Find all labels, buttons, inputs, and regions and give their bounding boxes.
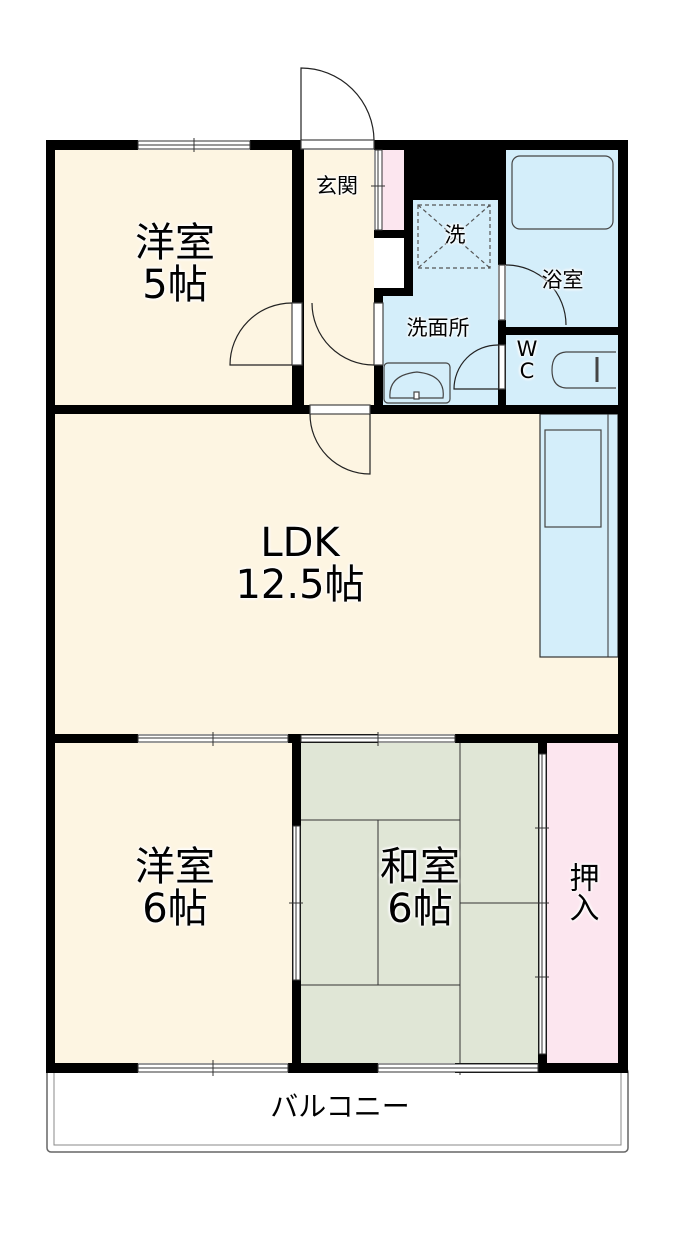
entrance-floor	[304, 150, 374, 405]
label-washing-machine: 洗	[444, 223, 466, 247]
doors	[229, 67, 567, 475]
room-name: 洋室	[135, 844, 215, 890]
washbasin	[383, 362, 451, 404]
room-name: LDK	[260, 520, 340, 566]
bathtub	[511, 155, 614, 230]
label-wc: W C	[512, 338, 542, 382]
room1-door-swing	[229, 302, 293, 366]
toilet-bowl	[551, 351, 616, 389]
shoe-cabinet	[382, 150, 404, 230]
label-washroom: 洗面所	[406, 316, 470, 340]
wc-letter-c: C	[519, 359, 535, 384]
label-bathroom: 浴室	[541, 268, 584, 292]
label-western-room-1: 洋室 5帖	[95, 222, 255, 306]
room-size: 6帖	[387, 886, 453, 932]
label-balcony: バルコニー	[270, 1090, 410, 1123]
floor-fills	[55, 150, 619, 1063]
wc-door-swing	[453, 344, 499, 390]
ldk-door-swing	[309, 413, 371, 475]
label-japanese-room: 和室 6帖	[340, 846, 500, 930]
label-entrance: 玄関	[316, 174, 358, 198]
washroom-floor	[383, 200, 498, 405]
room-size: 12.5帖	[235, 562, 365, 608]
closet-floor	[547, 743, 618, 1063]
bathroom-door-swing	[505, 264, 567, 326]
room-name: 洋室	[135, 220, 215, 266]
sink	[544, 429, 602, 528]
room-size: 5帖	[142, 262, 208, 308]
label-closet: 押入	[563, 862, 599, 922]
balcony	[46, 1067, 629, 1153]
windows	[137, 138, 549, 1076]
entrance-door-swing	[300, 67, 375, 141]
label-ldk: LDK 12.5帖	[190, 522, 410, 606]
western-room-1-floor	[55, 150, 296, 405]
fixtures	[383, 155, 616, 404]
wc-letter-w: W	[516, 337, 538, 361]
washing-machine-space	[417, 204, 491, 269]
toilet-floor	[506, 335, 618, 405]
room-size: 6帖	[142, 886, 208, 932]
ldk-floor	[55, 414, 618, 734]
tatami-lines	[301, 743, 548, 1075]
room-name: 和室	[380, 844, 460, 890]
western-room-2-floor	[55, 743, 292, 1063]
label-western-room-2: 洋室 6帖	[95, 846, 255, 930]
